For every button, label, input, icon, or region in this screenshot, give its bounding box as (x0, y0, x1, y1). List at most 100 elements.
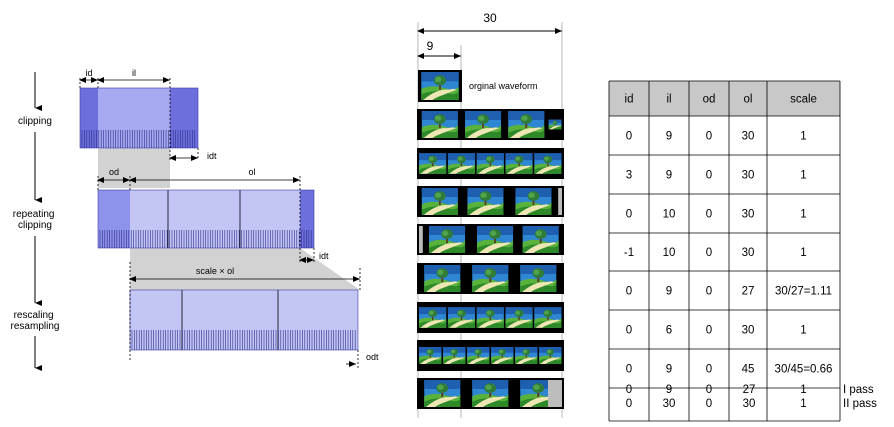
step-label-line: repeating (13, 209, 55, 220)
table-cell: 0 (626, 131, 632, 143)
table-cell: 9 (666, 364, 672, 376)
table-cell: 30/27=1.11 (775, 286, 832, 298)
pass-label-2: II pass (843, 398, 877, 410)
table-header-cell: id (625, 94, 634, 106)
table-header-cell: ol (744, 94, 753, 106)
table-cell: 30 (663, 398, 676, 410)
landscape-thumb-icon (447, 153, 476, 174)
width-30-label: 30 (483, 11, 497, 25)
landscape-thumb-icon (515, 347, 538, 364)
table-cell: 9 (666, 384, 672, 396)
landscape-thumb-icon (520, 265, 557, 292)
table-cell: 1 (800, 325, 806, 337)
landscape-thumb-icon (419, 153, 447, 174)
width-9-label: 9 (427, 39, 434, 53)
table-cell: 10 (663, 209, 676, 221)
sample-ticks (99, 230, 312, 248)
landscape-thumb-icon (534, 307, 562, 328)
repeat-block (97, 189, 315, 249)
table-cell: 27 (743, 384, 756, 396)
landscape-thumb-icon (505, 153, 533, 174)
table-cell: 1 (800, 209, 806, 221)
step-label-rescaling: rescaling resampling (11, 310, 60, 332)
table-header-bg (609, 81, 840, 116)
landscape-thumb-icon (421, 188, 458, 215)
table-cell: 27 (742, 286, 755, 298)
landscape-thumb-icon (472, 265, 509, 292)
waveform-strip (417, 378, 564, 409)
dims-rescale: scale × ol odt (129, 262, 379, 370)
table-cell: 1 (800, 131, 806, 143)
waveform-strip (417, 186, 564, 217)
step-label-repeating: repeating clipping (13, 209, 57, 231)
table-cell: 9 (666, 131, 672, 143)
original-waveform-label: orginal waveform (469, 81, 538, 91)
table-cell: 30 (742, 247, 755, 259)
table-cell: 0 (706, 384, 712, 396)
dim-label-od: od (109, 167, 119, 177)
landscape-thumb-icon (491, 347, 514, 364)
waveform-strip (417, 109, 564, 140)
dim-label-il: il (132, 68, 136, 78)
table-cell: 1 (800, 398, 806, 410)
landscape-thumb-icon (467, 347, 490, 364)
dims-clip: id il idt (79, 68, 217, 161)
dim-label-ol: ol (248, 167, 255, 177)
waveform-strip (417, 302, 564, 333)
table-cell: 30 (742, 209, 755, 221)
dim-label-idt: idt (207, 151, 217, 161)
dim-label-scale-ol: scale × ol (196, 266, 234, 276)
waveform-strip (417, 224, 564, 255)
step-rescaling-resampling: rescaling resampling (11, 310, 60, 371)
landscape-thumb-icon (508, 111, 545, 138)
landscape-thumb-icon (424, 380, 461, 407)
table-cell: 0 (626, 364, 632, 376)
dims-repeat: od ol idt (97, 167, 329, 263)
gap-segment (419, 226, 423, 253)
landscape-thumb-icon (477, 226, 514, 253)
table-cell: 30/45=0.66 (775, 364, 833, 376)
waveform-strip (417, 263, 564, 294)
table-cell: 30 (742, 131, 755, 143)
table-cell: 1 (800, 247, 806, 259)
table-cell: 0 (626, 209, 632, 221)
table-cell: 30 (743, 398, 756, 410)
table-cell: 0 (706, 170, 712, 182)
table-header-cell: od (703, 94, 716, 106)
landscape-thumb-icon (421, 72, 459, 100)
table-cell: 0 (706, 247, 712, 259)
table-cell: 9 (666, 286, 672, 298)
table-cell: 0 (626, 325, 632, 337)
table-cell: 0 (706, 131, 712, 143)
landscape-thumb-icon (424, 265, 461, 292)
table-cell: 3 (626, 170, 632, 182)
dim-label-id: id (85, 68, 92, 78)
waveform-column: 30 9 orginal waveform (417, 11, 564, 418)
table-cell: 1 (800, 384, 806, 396)
landscape-thumb-icon (548, 119, 562, 130)
table-cell: 0 (706, 398, 712, 410)
landscape-thumb-icon (421, 111, 458, 138)
original-waveform-thumb (418, 70, 462, 102)
step-label-clipping: clipping (18, 116, 52, 127)
landscape-thumb-icon (467, 188, 504, 215)
table-cell: 6 (666, 325, 672, 337)
landscape-thumb-icon (522, 226, 559, 253)
table-cell: 1 (800, 170, 806, 182)
table-cell: 0 (626, 286, 632, 298)
table-cell: 0 (626, 398, 632, 410)
table-cell: 10 (663, 247, 676, 259)
table-cell: 30 (742, 325, 755, 337)
table-cell: 0 (706, 209, 712, 221)
table-cell: 0 (706, 286, 712, 298)
landscape-thumb-icon (419, 347, 442, 364)
waveform-strips (417, 109, 564, 409)
clip-block (79, 87, 199, 149)
gap-segment (548, 380, 562, 407)
dim-label-odt: odt (366, 352, 379, 362)
table-cell: -1 (624, 247, 634, 259)
landscape-thumb-icon (447, 307, 476, 328)
landscape-thumb-icon (472, 380, 509, 407)
